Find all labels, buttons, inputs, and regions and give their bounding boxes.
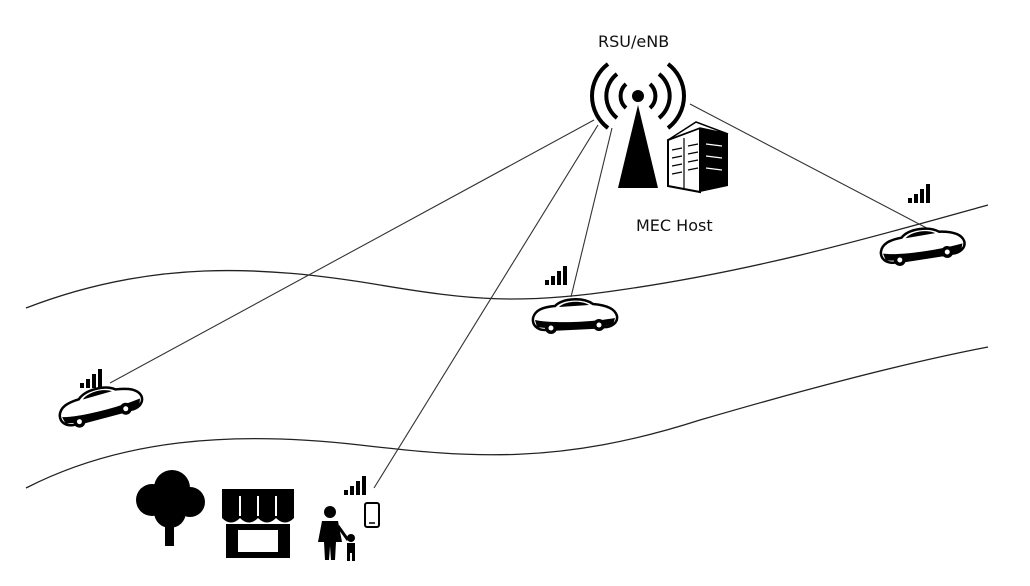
link-to-phone	[373, 124, 599, 489]
link-to-car-right	[689, 103, 941, 236]
server-rack-icon	[667, 121, 729, 194]
link-to-car-middle	[570, 127, 613, 298]
road	[25, 204, 989, 489]
wireless-links	[109, 103, 941, 489]
radio-waves-icon	[590, 62, 686, 130]
signal-bars-icon	[80, 369, 102, 388]
pedestrian-with-child-icon	[318, 506, 355, 561]
rack-side	[700, 128, 728, 192]
rack-top	[667, 121, 729, 141]
signal-bars-icon	[344, 476, 366, 495]
signal-bars-icon	[908, 184, 930, 203]
car-icon	[531, 298, 619, 336]
cell-tower-icon	[590, 62, 686, 188]
link-to-car-left	[109, 119, 595, 384]
tree-icon	[136, 470, 205, 546]
mec-host-label: MEC Host	[636, 216, 713, 235]
shop-icon	[222, 489, 294, 558]
tower-mast	[618, 105, 658, 188]
road-edge-bottom	[25, 346, 989, 489]
signal-bars-icon	[545, 266, 567, 285]
smartphone-icon	[364, 502, 380, 528]
tower-antenna	[632, 90, 644, 102]
road-edge-top	[25, 204, 989, 309]
rsu-enb-label: RSU/eNB	[598, 32, 670, 51]
